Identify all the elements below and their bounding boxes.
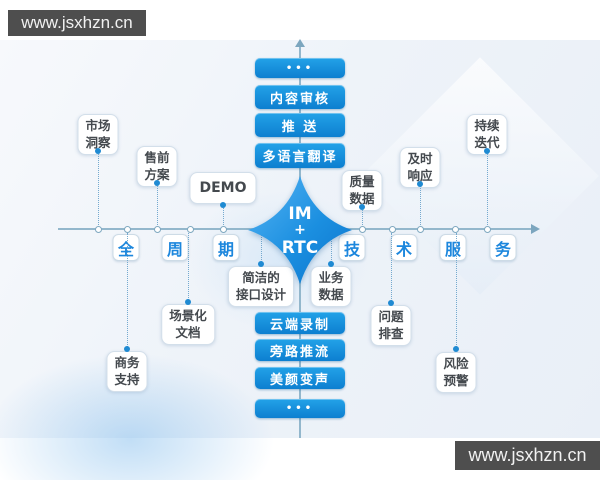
- connector-dot: [220, 202, 226, 208]
- connector-dot: [388, 300, 394, 306]
- connector-line: [260, 233, 262, 264]
- connector-line: [419, 185, 421, 225]
- axis-char-left-3: 期: [212, 234, 240, 261]
- axis-char-left-1: 全: [112, 234, 140, 261]
- axis-char-right-1: 技: [338, 234, 366, 261]
- axis-node: [416, 225, 424, 233]
- feature-box-beauty-voice-change: 美颜变声: [255, 367, 345, 389]
- connector-line: [187, 233, 189, 302]
- connector-line: [361, 208, 363, 225]
- connector-dot: [95, 148, 101, 154]
- feature-box-more-bottom: •••: [255, 399, 345, 418]
- feature-box-push: 推 送: [255, 113, 345, 137]
- axis-char-right-2: 术: [390, 234, 418, 261]
- watermark-bottom-right: www.jsxhzn.cn: [455, 441, 600, 470]
- axis-char-right-3: 服: [439, 234, 467, 261]
- arrow-right-icon: [531, 224, 540, 234]
- connector-line: [390, 233, 392, 303]
- label-business-support: 商务 支持: [106, 351, 148, 392]
- connector-dot: [124, 346, 130, 352]
- connector-dot: [484, 148, 490, 154]
- connector-line: [455, 233, 457, 349]
- feature-box-bypass-streaming: 旁路推流: [255, 339, 345, 361]
- connector-line: [97, 152, 99, 225]
- feature-box-cloud-recording: 云端录制: [255, 312, 345, 334]
- feature-box-more-top: •••: [255, 58, 345, 78]
- center-star-line2: +: [294, 222, 306, 239]
- axis-node: [451, 225, 459, 233]
- feature-box-content-moderation: 内容审核: [255, 85, 345, 109]
- axis-node: [358, 225, 366, 233]
- connector-dot: [453, 346, 459, 352]
- label-risk-warning: 风险 预警: [435, 352, 477, 393]
- connector-line: [222, 206, 224, 225]
- axis-node: [388, 225, 396, 233]
- axis-char-left-2: 周: [161, 234, 189, 261]
- connector-dot: [359, 204, 365, 210]
- axis-node: [483, 225, 491, 233]
- label-scenario-docs: 场景化 文档: [161, 304, 215, 345]
- arrow-up-icon: [295, 39, 305, 47]
- center-star-title: IM + RTC: [268, 196, 332, 266]
- connector-dot: [258, 261, 264, 267]
- connector-line: [156, 184, 158, 225]
- label-simple-api-design: 简洁的 接口设计: [227, 266, 295, 307]
- label-issue-troubleshooting: 问题 排查: [370, 305, 412, 346]
- connector-line: [330, 233, 332, 264]
- center-star-line1: IM: [288, 203, 312, 224]
- axis-node: [123, 225, 131, 233]
- connector-dot: [417, 181, 423, 187]
- four-point-star-icon: [248, 176, 352, 284]
- connector-dot: [154, 180, 160, 186]
- feature-box-multilingual-translation: 多语言翻译: [255, 143, 345, 168]
- center-star: [247, 175, 353, 285]
- axis-node: [153, 225, 161, 233]
- label-continuous-iteration: 持续 迭代: [466, 114, 508, 155]
- axis-char-right-4: 务: [489, 234, 517, 261]
- center-star-line3: RTC: [281, 237, 319, 258]
- axis-node: [186, 225, 194, 233]
- watermark-top-left: www.jsxhzn.cn: [8, 10, 146, 36]
- connector-dot: [185, 299, 191, 305]
- connector-dot: [328, 261, 334, 267]
- connector-line: [486, 152, 488, 225]
- axis-node: [219, 225, 227, 233]
- axis-node: [94, 225, 102, 233]
- connector-line: [126, 233, 128, 349]
